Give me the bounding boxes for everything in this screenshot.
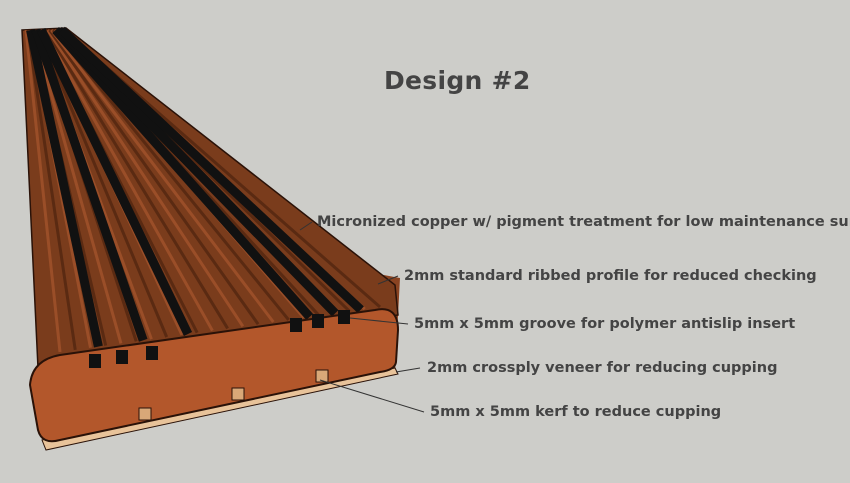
antislip-grooves — [26, 26, 364, 348]
antislip-groove — [31, 28, 148, 342]
kerf-notch — [138, 407, 152, 421]
rib-line — [42, 29, 214, 332]
diagram-title: Design #2 — [384, 66, 531, 95]
antislip-groove — [58, 26, 364, 313]
leader-treatment — [299, 221, 313, 231]
kerf-notches — [138, 369, 329, 421]
antislip-groove — [26, 29, 103, 348]
groove-notch — [116, 350, 128, 364]
rib-line — [44, 29, 229, 330]
antislip-groove — [37, 28, 193, 336]
callout-antislip-groove: 5mm x 5mm groove for polymer antislip in… — [414, 316, 796, 332]
leader-groove — [349, 317, 409, 325]
rib-line — [46, 29, 245, 328]
groove-notch — [312, 314, 324, 328]
rib-line — [26, 29, 77, 351]
board-end-face — [28, 308, 400, 443]
antislip-groove — [52, 27, 313, 320]
leader-kerf — [319, 379, 425, 413]
rib-line — [50, 29, 275, 323]
end-groove-notches — [89, 310, 350, 368]
kerf-notch — [231, 387, 245, 401]
callout-kerf: 5mm x 5mm kerf to reduce cupping — [430, 404, 722, 420]
rib-line — [31, 29, 123, 344]
leader-ribbed — [377, 275, 399, 285]
groove-notch — [290, 318, 302, 332]
callout-crossply-veneer: 2mm crossply veneer for reducing cupping — [427, 360, 778, 376]
callout-treatment: Micronized copper w/ pigment treatment f… — [317, 214, 850, 230]
rib-line — [24, 29, 62, 353]
leader-veneer — [395, 367, 421, 373]
antislip-groove — [55, 26, 339, 317]
callout-leaders — [299, 221, 425, 413]
rib-line — [51, 29, 290, 321]
callout-ribbed-profile: 2mm standard ribbed profile for reduced … — [404, 268, 817, 284]
kerf-notch — [315, 369, 329, 383]
rib-line — [48, 29, 260, 326]
groove-notch — [338, 310, 350, 324]
rib-line — [37, 29, 169, 338]
groove-notch — [89, 354, 101, 368]
groove-notch — [146, 346, 158, 360]
